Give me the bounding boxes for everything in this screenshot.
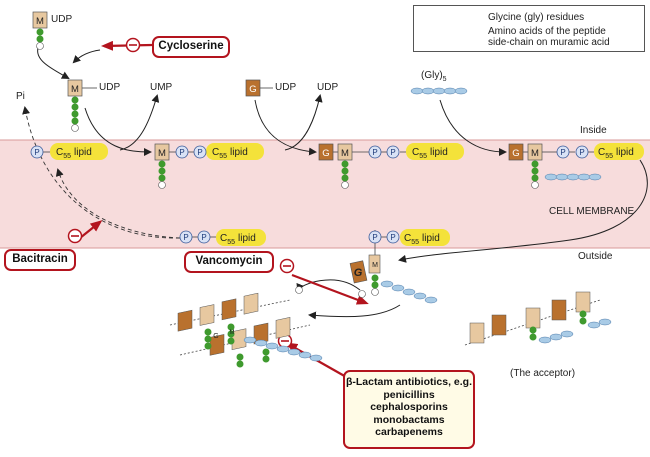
pi-release-arrow bbox=[22, 106, 181, 239]
p-label: P bbox=[372, 148, 377, 157]
m-label: M bbox=[341, 148, 349, 159]
bacitracin-inhibit-icon bbox=[67, 228, 83, 244]
p-label: P bbox=[201, 233, 206, 242]
membrane-label: CELL MEMBRANE bbox=[549, 206, 635, 217]
p-label: P bbox=[34, 148, 39, 157]
lactam-item: cephalosporins bbox=[370, 401, 448, 413]
legend-amino-label: side-chain on muramic acid bbox=[488, 37, 610, 48]
phosphate-groups bbox=[30, 145, 589, 244]
vancomycin-box: Vancomycin bbox=[184, 251, 274, 273]
cell-wall-layer bbox=[169, 292, 323, 368]
g-label: G bbox=[249, 84, 256, 95]
acceptor-label: (The acceptor) bbox=[510, 368, 576, 379]
bacitracin-box: Bacitracin bbox=[4, 249, 76, 271]
gly5-label: (Gly)5 bbox=[421, 70, 447, 83]
lactam-item: penicillins bbox=[383, 388, 435, 401]
acceptor-chain bbox=[464, 291, 612, 346]
p-label: P bbox=[560, 148, 565, 157]
vancomycin-inhibit-arrow bbox=[291, 273, 369, 305]
p-label: P bbox=[390, 148, 395, 157]
export-arrow bbox=[398, 159, 648, 263]
legend-amino-label: Amino acids of the peptide bbox=[488, 26, 606, 37]
lipid-recycle-arrow bbox=[55, 168, 181, 239]
m-label: M bbox=[531, 148, 539, 159]
m-label: M bbox=[71, 84, 79, 95]
g-label: G bbox=[322, 148, 329, 159]
udp-label: UDP bbox=[99, 82, 121, 93]
cycloserine-target-arrow bbox=[72, 49, 101, 64]
udp-release-arrow bbox=[284, 94, 323, 151]
ump-release-arrow bbox=[119, 94, 160, 151]
pi-label: Pi bbox=[16, 91, 25, 102]
legend: Glycine (gly) residues Amino acids of th… bbox=[413, 5, 645, 52]
udp-label: UDP bbox=[51, 14, 73, 25]
gly5-chain bbox=[410, 87, 468, 95]
m-label: M bbox=[158, 148, 166, 159]
beta-lactam-box: β-Lactam antibiotics, e.g. penicillins c… bbox=[343, 370, 475, 449]
transfer-arrow-3 bbox=[439, 99, 507, 156]
vancomycin-inhibit-icon bbox=[279, 258, 295, 274]
p-label: P bbox=[372, 233, 377, 242]
inside-label: Inside bbox=[580, 125, 607, 136]
sugar-residues bbox=[32, 11, 543, 161]
g-label: G bbox=[512, 148, 519, 159]
g-label: G bbox=[213, 333, 218, 340]
lactam-inhibit-icon bbox=[277, 333, 293, 349]
p-label: P bbox=[579, 148, 584, 157]
m-label: M bbox=[372, 262, 378, 269]
lactam-title: β-Lactam antibiotics, e.g. bbox=[345, 376, 472, 388]
transfer-arrow-2 bbox=[254, 99, 317, 156]
vancomycin-precursor bbox=[295, 244, 438, 304]
udp-label: UDP bbox=[275, 82, 297, 93]
p-label: P bbox=[197, 148, 202, 157]
cycloserine-inhibit-icon bbox=[125, 37, 141, 53]
lipid-carriers bbox=[50, 143, 644, 246]
lactam-item: carbapenems bbox=[375, 426, 443, 438]
g-label: G bbox=[354, 267, 363, 279]
m-label: M bbox=[230, 330, 235, 336]
transpeptidation-arrow bbox=[308, 304, 401, 320]
cycloserine-box: Cycloserine bbox=[152, 36, 230, 58]
ump-label: UMP bbox=[150, 82, 173, 93]
m-label: M bbox=[36, 16, 44, 27]
lactam-item: monobactams bbox=[373, 413, 445, 426]
p-label: P bbox=[183, 233, 188, 242]
transfer-arrow-1 bbox=[84, 107, 152, 156]
outside-label: Outside bbox=[578, 251, 613, 262]
peptide-chains bbox=[36, 28, 602, 189]
uptake-arrow bbox=[37, 47, 70, 79]
p-label: P bbox=[390, 233, 395, 242]
p-label: P bbox=[179, 148, 184, 157]
legend-glycine-label: Glycine (gly) residues bbox=[488, 12, 585, 23]
udp-label: UDP bbox=[317, 82, 339, 93]
